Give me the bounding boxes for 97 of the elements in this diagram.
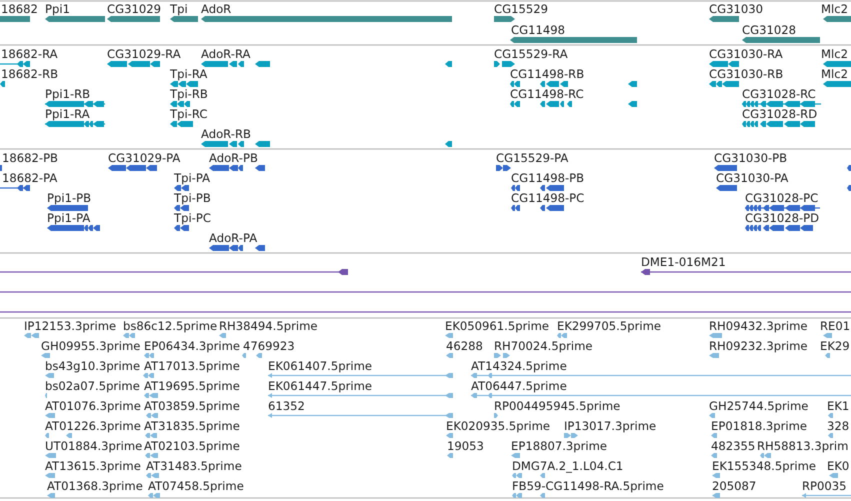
transcript-label: Tpi-RC xyxy=(170,107,208,121)
est-label: EP06434.3prime xyxy=(144,339,240,353)
est-label: 328 xyxy=(827,419,850,433)
protein-label: 18682-PA xyxy=(2,171,58,185)
gene-label: CG31030 xyxy=(709,2,763,16)
transcript-label: CG31028-RC xyxy=(742,87,816,101)
protein-label: CG11498-PC xyxy=(511,191,584,205)
protein-label: Tpi-PA xyxy=(174,171,210,185)
protein-label: Ppi1-PB xyxy=(47,191,92,205)
protein-label: CG31028-PC xyxy=(745,191,818,205)
est-label: 205087 xyxy=(712,479,756,493)
transcript-label: CG31028-RD xyxy=(742,107,818,121)
est-label: IP12153.3prime xyxy=(24,319,116,333)
est-label: RH38494.5prime xyxy=(219,319,318,333)
protein-label: Tpi-PB xyxy=(174,191,211,205)
est-label: RP004495945.5prime xyxy=(494,399,620,413)
protein-label: CG31028-PD xyxy=(745,211,820,225)
est-label: EP01818.3prime xyxy=(711,419,808,433)
est-label: bs02a07.5prime xyxy=(45,379,140,393)
est-label: DMG7A.2_1.L04.C1 xyxy=(512,459,624,473)
est-label: EK155348.5prime xyxy=(712,459,816,473)
est-label: AT03859.5prime xyxy=(144,399,240,413)
transcript-label: AdoR-RB xyxy=(201,127,251,141)
gene-label: CG31028 xyxy=(742,23,796,37)
transcript-label: CG15529-RA xyxy=(494,47,568,61)
est-label: RH09432.3prime xyxy=(709,319,808,333)
protein-label: CG31030-PA xyxy=(716,171,788,185)
est-label: AT01226.3prime xyxy=(45,419,141,433)
protein-label: AdoR-PA xyxy=(209,231,258,245)
transcript-label: Ppi1-RA xyxy=(45,107,90,121)
est-label: EK29 xyxy=(820,339,850,353)
est-label: AT07458.5prime xyxy=(148,479,244,493)
est-label: EK061447.5prime xyxy=(268,379,372,393)
transcript-label: 18682-RA xyxy=(1,47,58,61)
transcript-label: AdoR-RA xyxy=(201,47,250,61)
est-label: EK020935.5prime xyxy=(446,419,550,433)
est-label: AT17013.5prime xyxy=(144,359,240,373)
est-label: EK299705.5prime xyxy=(557,319,662,333)
est-label: 46288 xyxy=(446,339,483,353)
est-label: EK1 xyxy=(827,399,850,413)
est-label: AT01076.3prime xyxy=(45,399,141,413)
est-label: AT02103.5prime xyxy=(144,439,240,453)
transcript-label: Mlc2 xyxy=(821,67,848,81)
protein-label: Tpi-PC xyxy=(174,211,211,225)
est-label: RH09232.3prime xyxy=(709,339,808,353)
protein-label: 18682-PB xyxy=(2,151,58,165)
est-label: RH58813.3prim xyxy=(757,439,848,453)
protein-label: AdoR-PB xyxy=(209,151,258,165)
transcript-label: CG11498-RB xyxy=(510,67,584,81)
protein-label: Ppi1-PA xyxy=(47,211,90,225)
est-label: bs43g10.3prime xyxy=(45,359,140,373)
gene-label: Mlc2 xyxy=(821,2,848,16)
est-label: AT13615.3prime xyxy=(45,459,141,473)
est-label: RH70024.5prime xyxy=(494,339,592,353)
est-label: 19053 xyxy=(447,439,484,453)
est-label: GH09955.3prime xyxy=(41,339,140,353)
protein-label: CG31030-PB xyxy=(714,151,788,165)
gene-label: CG31029 xyxy=(107,2,161,16)
est-label: bs86c12.5prime xyxy=(123,319,218,333)
est-label: RP0035 xyxy=(802,479,847,493)
transcript-label: CG11498-RC xyxy=(510,87,584,101)
est-label: FB59-CG11498-RA.5prime xyxy=(512,479,664,493)
transcript-label: 18682-RB xyxy=(1,67,58,81)
est-label: AT31483.5prime xyxy=(146,459,242,473)
est-label: EP18807.3prime xyxy=(511,439,608,453)
est-label: EK050961.5prime xyxy=(445,319,550,333)
est-label: 4769923 xyxy=(243,339,295,353)
est-label: RE01 xyxy=(820,319,850,333)
est-label: AT31835.5prime xyxy=(144,419,240,433)
protein-label: CG15529-PA xyxy=(496,151,568,165)
est-label: AT01368.3prime xyxy=(47,479,143,493)
gene-label: AdoR xyxy=(201,2,232,16)
transcript-label: CG31029-RA xyxy=(107,47,181,61)
transcript-label: CG31030-RA xyxy=(709,47,783,61)
transcript-label: Tpi-RA xyxy=(170,67,208,81)
gene-label: CG15529 xyxy=(494,2,548,16)
gene-label: Ppi1 xyxy=(45,2,70,16)
est-label: 482355 xyxy=(711,439,756,453)
gene-label: 18682 xyxy=(1,2,38,16)
est-label: AT14324.5prime xyxy=(471,359,567,373)
protein-label: CG11498-PB xyxy=(511,171,584,185)
transcript-label: Ppi1-RB xyxy=(45,87,90,101)
est-label: EK061407.5prime xyxy=(268,359,372,373)
est-label: 61352 xyxy=(268,399,305,413)
clone-label: DME1-016M21 xyxy=(641,255,726,269)
gene-label: Tpi xyxy=(170,2,188,16)
est-label: AT19695.5prime xyxy=(144,379,240,393)
protein-label: CG31029-PA xyxy=(108,151,180,165)
est-label: IP13017.3prime xyxy=(564,419,656,433)
est-label: EK0 xyxy=(827,459,850,473)
gene-label: CG11498 xyxy=(511,23,565,37)
transcript-label: Mlc2 xyxy=(821,47,848,61)
est-label: GH25744.5prime xyxy=(709,399,808,413)
est-label: UT01884.3prime xyxy=(45,439,142,453)
transcript-label: CG31030-RB xyxy=(709,67,784,81)
transcript-label: Tpi-RB xyxy=(170,87,208,101)
est-label: AT06447.5prime xyxy=(471,379,567,393)
